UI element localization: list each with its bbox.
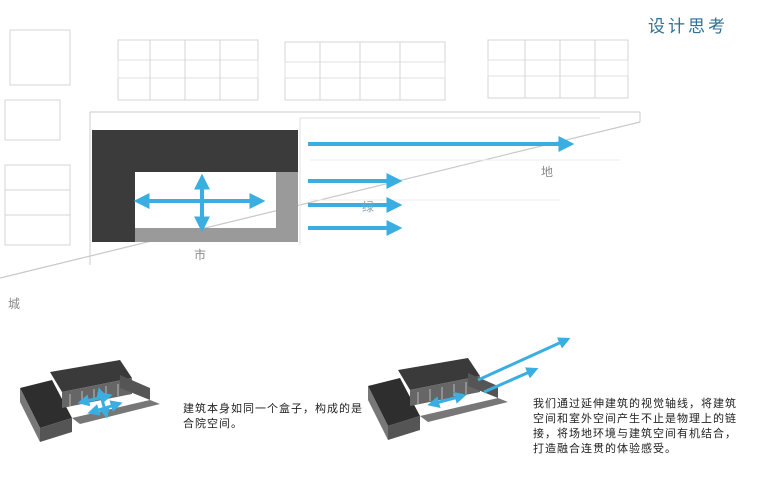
site-plan-background (0, 29, 641, 279)
caption-left: 建筑本身如同一个盒子，构成的是合院空间。 (183, 402, 363, 430)
axonometric-model-left (20, 360, 160, 442)
courtyard-arrows (133, 173, 266, 233)
building-mass-dark (92, 130, 298, 242)
axonometric-model-right (368, 337, 571, 440)
map-label-di: 地 (541, 165, 554, 179)
building-mass-light-south (135, 228, 298, 242)
building-plan (92, 130, 298, 242)
map-label-shi: 市 (194, 248, 207, 262)
caption-right: 我们通过延伸建筑的视觉轴线，将建筑空间和室外空间产生不止是物理上的链接，将场地环… (533, 397, 737, 455)
page-title: 设计思考 (648, 17, 728, 37)
map-label-yuan: 绿 (362, 200, 375, 214)
map-label-cheng: 城 (8, 297, 21, 311)
sightline-arrows (308, 136, 575, 236)
building-mass-light-east (276, 172, 298, 242)
